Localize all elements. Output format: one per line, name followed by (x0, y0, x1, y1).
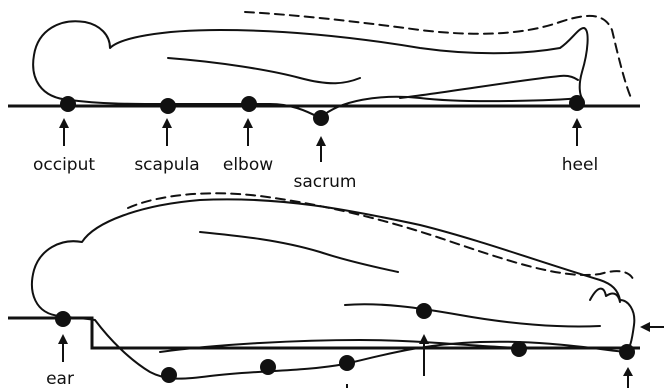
arrow-elbow (243, 118, 253, 146)
supine-dashed-outline (245, 12, 632, 100)
label-sacrum: sacrum (294, 172, 357, 192)
arrow-ankle (623, 367, 633, 388)
pressure-point-heel (569, 95, 585, 111)
side-lying-body-outline (32, 199, 634, 378)
pressure-point-hip (339, 355, 355, 371)
arrow-knee (419, 334, 429, 376)
side-lying-upper-leg-line (345, 304, 600, 326)
arrow-occiput (59, 118, 69, 146)
arrow-scapula (162, 118, 172, 146)
arrow-foot-side (640, 322, 664, 332)
supine-leg-line (400, 76, 578, 98)
supine-body-outline (33, 21, 587, 118)
side-lying-figure: ear (8, 193, 664, 389)
pressure-point-lower-knee (511, 341, 527, 357)
pressure-point-scapula (160, 98, 176, 114)
label-ear: ear (46, 369, 74, 389)
pressure-point-ear (55, 311, 71, 327)
pressure-point-ankle (619, 344, 635, 360)
pressure-point-sacrum (313, 110, 329, 126)
pressure-point-elbow-side (260, 359, 276, 375)
pressure-point-occiput (60, 96, 76, 112)
side-lying-arm-line (200, 232, 398, 272)
supine-arm-line (168, 58, 360, 83)
pressure-point-shoulder (161, 367, 177, 383)
label-scapula: scapula (134, 155, 199, 175)
label-elbow: elbow (223, 155, 273, 175)
arrow-heel (572, 118, 582, 146)
label-heel: heel (562, 155, 598, 175)
arrow-sacrum (316, 136, 326, 162)
pressure-point-elbow (241, 96, 257, 112)
label-occiput: occiput (33, 155, 95, 175)
arrow-ear (58, 334, 68, 362)
supine-figure: occiput scapula elbow sacrum heel (8, 12, 640, 192)
pressure-point-knee (416, 303, 432, 319)
